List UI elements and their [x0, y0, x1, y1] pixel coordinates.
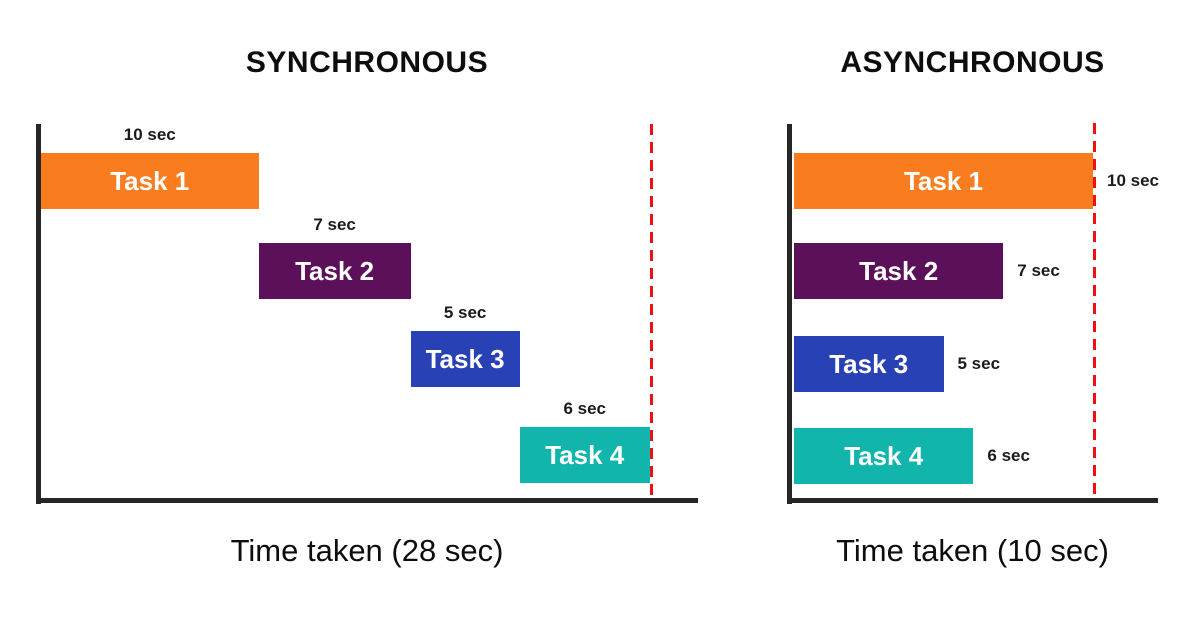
task-bar-label: Task 3	[829, 348, 909, 379]
task-bar-label: Task 1	[110, 165, 190, 196]
task-bar-label: Task 1	[903, 165, 983, 196]
panel-title-synchronous: SYNCHRONOUS	[245, 46, 489, 79]
deadline-dashed-line-asynchronous	[1093, 123, 1096, 499]
task-bar-label: Task 2	[295, 255, 375, 286]
duration-label: 7 sec	[1017, 261, 1060, 280]
task-bar-3-async: Task 3	[794, 336, 944, 392]
task-bar-4-sync: Task 4	[519, 427, 650, 483]
duration-label: 5 sec	[443, 303, 487, 322]
task-bar-2-async: Task 2	[794, 243, 1004, 299]
task-bar-1-async: Task 1	[794, 153, 1093, 209]
duration-label: 6 sec	[987, 446, 1030, 465]
duration-label: 10 sec	[123, 125, 176, 144]
duration-label: 7 sec	[313, 215, 356, 234]
duration-label: 6 sec	[563, 399, 607, 418]
y-axis-asynchronous	[787, 124, 792, 504]
panel-title-asynchronous: ASYNCHRONOUS	[840, 46, 1105, 79]
x-axis-synchronous	[36, 498, 698, 503]
task-bar-label: Task 4	[545, 439, 625, 470]
task-bar-2-sync: Task 2	[258, 243, 411, 299]
deadline-dashed-line-synchronous	[650, 124, 653, 499]
task-bar-label: Task 4	[844, 440, 924, 471]
task-bar-4-async: Task 4	[794, 428, 974, 484]
task-bar-label: Task 2	[859, 255, 939, 286]
task-bar-label: Task 3	[425, 343, 505, 374]
duration-label: 5 sec	[957, 354, 1001, 373]
time-taken-caption-synchronous: Time taken (28 sec)	[230, 533, 504, 568]
time-taken-caption-asynchronous: Time taken (10 sec)	[836, 533, 1109, 568]
x-axis-asynchronous	[787, 498, 1158, 503]
duration-label: 10 sec	[1107, 171, 1159, 190]
y-axis-synchronous	[36, 124, 41, 504]
task-bar-3-sync: Task 3	[410, 331, 520, 387]
task-bar-1-sync: Task 1	[41, 153, 259, 209]
